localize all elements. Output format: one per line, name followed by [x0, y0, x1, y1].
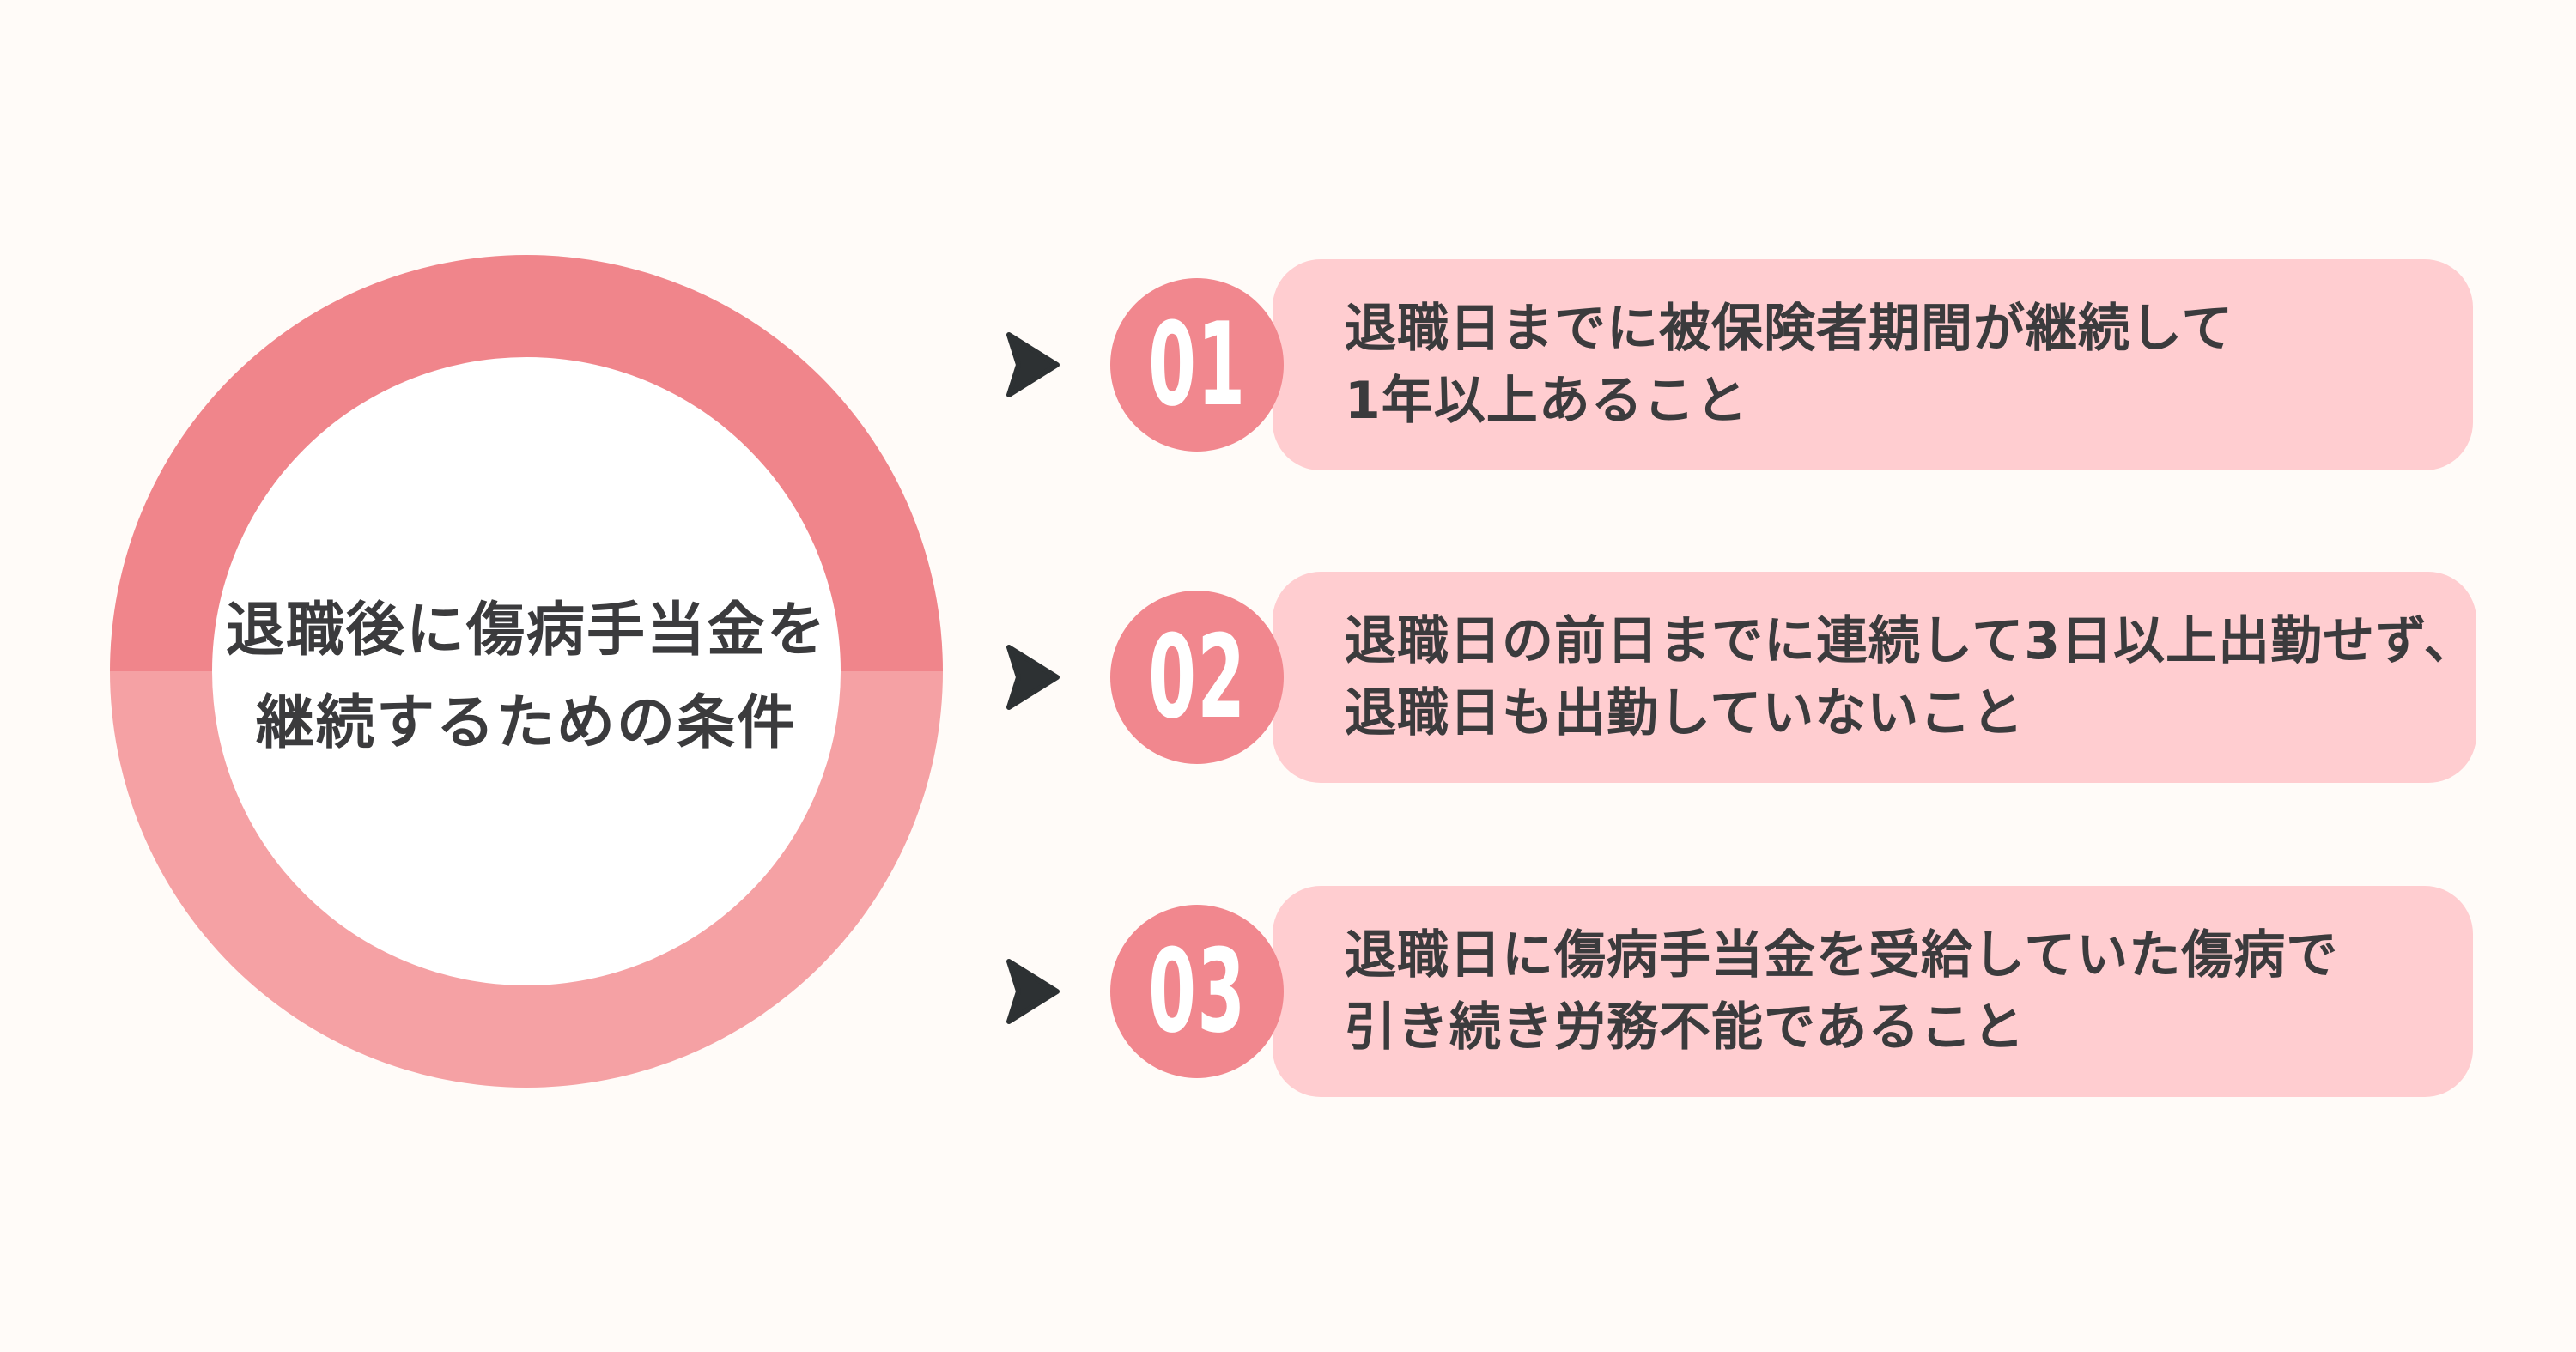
condition-text-line1: 退職日の前日までに連続して3日以上出勤せず、 — [1345, 611, 2476, 671]
step-number: 02 — [1147, 610, 1247, 744]
condition-row-3: 03 退職日に傷病手当金を受給していた傷病で 引き続き労務不能であること — [1005, 886, 2473, 1097]
step-number-badge: 01 — [1110, 278, 1284, 452]
condition-text-line2: 1年以上あること — [1345, 371, 1748, 431]
triangle-right-icon — [1006, 959, 1060, 1024]
step-number-badge: 03 — [1110, 905, 1284, 1078]
triangle-right-icon — [1006, 645, 1060, 710]
donut-ring: 退職後に傷病手当金を 継続するための条件 — [110, 255, 943, 1088]
diagram-title: 退職後に傷病手当金を 継続するための条件 — [226, 573, 827, 770]
condition-box: 退職日の前日までに連続して3日以上出勤せず、 退職日も出勤していないこと — [1273, 572, 2476, 783]
step-number-badge: 02 — [1110, 591, 1284, 764]
diagram-title-line1: 退職後に傷病手当金を — [225, 597, 827, 664]
condition-text-line1: 退職日までに被保険者期間が継続して — [1345, 299, 2234, 359]
step-number: 01 — [1147, 298, 1247, 432]
donut-inner-circle: 退職後に傷病手当金を 継続するための条件 — [212, 357, 841, 985]
step-number: 03 — [1147, 925, 1247, 1058]
diagram-title-line2: 継続するための条件 — [255, 689, 797, 757]
condition-text-line1: 退職日に傷病手当金を受給していた傷病で — [1345, 925, 2339, 985]
condition-text-line2: 引き続き労務不能であること — [1345, 997, 2026, 1058]
condition-row-2: 02 退職日の前日までに連続して3日以上出勤せず、 退職日も出勤していないこと — [1005, 572, 2476, 783]
condition-box: 退職日に傷病手当金を受給していた傷病で 引き続き労務不能であること — [1273, 886, 2473, 1097]
condition-box: 退職日までに被保険者期間が継続して 1年以上あること — [1273, 259, 2473, 470]
condition-text-line2: 退職日も出勤していないこと — [1345, 683, 2025, 743]
triangle-right-icon — [1006, 332, 1060, 397]
condition-row-1: 01 退職日までに被保険者期間が継続して 1年以上あること — [1005, 259, 2473, 470]
